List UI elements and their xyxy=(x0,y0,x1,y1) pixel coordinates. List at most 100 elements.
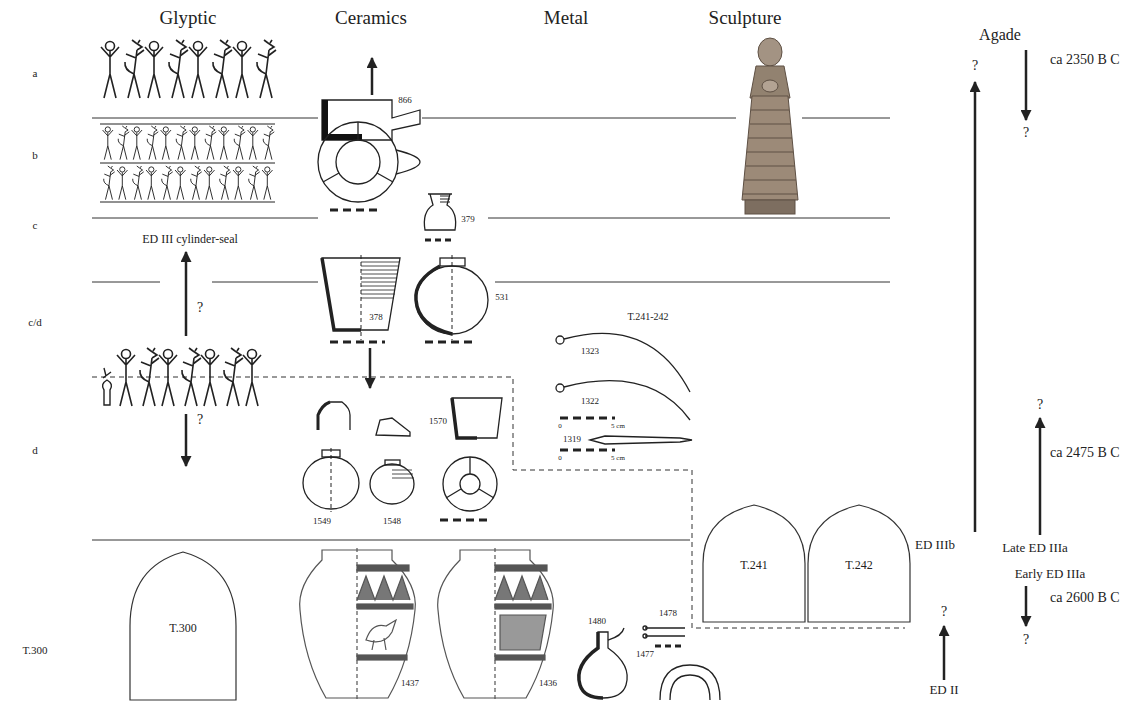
painted-jar xyxy=(357,565,409,571)
metal-object xyxy=(579,632,627,698)
pottery-drawing xyxy=(392,470,414,478)
cylinder-seal-impression-a xyxy=(257,40,276,98)
row-label: d xyxy=(32,444,38,456)
cylinder-seal-impression-a xyxy=(233,42,251,99)
cylinder-seal-impression-b xyxy=(103,127,113,160)
pottery-drawing xyxy=(440,196,450,202)
metal-object xyxy=(643,626,647,630)
tomb-arch-outline xyxy=(808,505,910,622)
pottery-drawing xyxy=(452,398,477,438)
time-arrow xyxy=(371,58,374,95)
catalogue-number: 866 xyxy=(398,96,412,106)
scale-label: 0 xyxy=(558,455,562,463)
pottery-drawing xyxy=(460,474,480,494)
cylinder-seal-impression-b xyxy=(103,126,275,160)
painted-jar xyxy=(495,576,548,600)
pottery-drawing xyxy=(370,464,414,504)
cylinder-seal-impression-b xyxy=(162,166,173,200)
cylinder-seal-impression-cd xyxy=(140,348,159,406)
painted-jar xyxy=(357,655,407,660)
catalogue-number: 1323 xyxy=(581,347,599,357)
pottery-drawing xyxy=(416,266,452,334)
pottery-drawing xyxy=(396,150,420,174)
cylinder-seal-impression-b xyxy=(205,126,216,160)
catalogue-number: 1437 xyxy=(401,679,419,689)
cylinder-seal-impression-cd xyxy=(182,348,201,406)
cylinder-seal-impression-b xyxy=(104,166,273,200)
pottery-drawing xyxy=(322,100,420,140)
row-label: c/d xyxy=(28,316,41,328)
tomb-arch-outline xyxy=(703,505,805,622)
catalogue-number: 531 xyxy=(495,293,509,303)
date-label: ca 2600 B C xyxy=(1050,590,1120,605)
tomb-label: T.241 xyxy=(740,558,767,573)
cylinder-seal-impression-a xyxy=(145,42,163,99)
metal-object xyxy=(660,665,720,700)
period-label: Late ED IIIa xyxy=(1002,541,1068,555)
pottery-drawing xyxy=(318,122,398,202)
painted-jar xyxy=(357,576,410,600)
cylinder-seal-impression-cd xyxy=(201,350,219,407)
cylinder-seal-impression-b xyxy=(248,127,258,160)
cylinder-seal-impression-b xyxy=(176,126,187,160)
pottery-drawing xyxy=(452,398,502,438)
cylinder-seal-impression-a xyxy=(169,40,188,98)
period-name: Agade xyxy=(979,26,1021,44)
catalogue-number: 1478 xyxy=(659,609,677,619)
time-arrow xyxy=(185,252,188,336)
painted-jar xyxy=(357,604,413,609)
tomb-label: T.241-242 xyxy=(627,311,668,322)
time-arrow xyxy=(974,82,977,532)
cylinder-seal-impression-b xyxy=(190,127,200,160)
tomb-arch-outline xyxy=(130,552,236,700)
painted-jar xyxy=(495,655,545,660)
question-mark: ? xyxy=(1023,125,1029,140)
tomb-label: T.242 xyxy=(845,558,872,573)
metal-object xyxy=(560,417,615,420)
period-label: ED IIIb xyxy=(915,538,955,552)
painted-jar xyxy=(500,615,546,650)
time-arrow xyxy=(1039,418,1042,535)
metal-object xyxy=(560,449,615,452)
cylinder-seal-impression-b xyxy=(104,166,115,200)
painted-jar xyxy=(495,565,547,571)
cylinder-seal-impression-b xyxy=(132,127,142,160)
cylinder-seal-impression-b xyxy=(161,127,171,160)
catalogue-number: 378 xyxy=(369,313,383,323)
cylinder-seal-impression-b xyxy=(249,166,260,200)
cylinder-seal-impression-cd xyxy=(224,348,243,406)
time-arrow xyxy=(186,50,1040,680)
cylinder-seal-impression-b xyxy=(100,124,275,202)
catalogue-number: 1549 xyxy=(313,517,331,527)
tomb-outline: T.242 xyxy=(808,505,910,622)
metal-object xyxy=(608,628,624,640)
catalogue-number: 1322 xyxy=(581,397,599,407)
metal-object xyxy=(556,384,564,392)
pottery-drawing xyxy=(424,194,455,230)
pottery-drawing xyxy=(361,262,399,298)
catalogue-number: 1436 xyxy=(539,679,557,689)
row-label: c xyxy=(33,219,38,231)
tomb-outline: T.241 xyxy=(703,505,805,622)
question-mark: ? xyxy=(1037,397,1043,412)
metal-object xyxy=(655,645,685,648)
cylinder-seal-impression-a xyxy=(189,42,207,99)
pottery-drawing xyxy=(425,341,475,344)
cylinder-seal-impression-cd xyxy=(103,348,261,406)
cylinder-seal-impression-b xyxy=(263,126,274,160)
column-header: Ceramics xyxy=(335,8,407,29)
cylinder-seal-impression-b xyxy=(220,166,231,200)
row-divider xyxy=(92,218,890,219)
cylinder-seal-impression-a xyxy=(213,40,232,98)
question-mark: ? xyxy=(1023,632,1029,647)
pottery-drawing xyxy=(443,457,497,511)
row-divider xyxy=(92,540,690,541)
column-header: Sculpture xyxy=(709,8,782,29)
column-header: Glyptic xyxy=(160,8,217,29)
statue xyxy=(743,110,797,194)
time-arrow xyxy=(369,348,372,388)
catalogue-number: 1570 xyxy=(429,417,447,427)
metal-object xyxy=(643,634,647,638)
cylinder-seal-impression-b xyxy=(133,166,144,200)
note-label: ED III cylinder-seal xyxy=(142,233,238,246)
